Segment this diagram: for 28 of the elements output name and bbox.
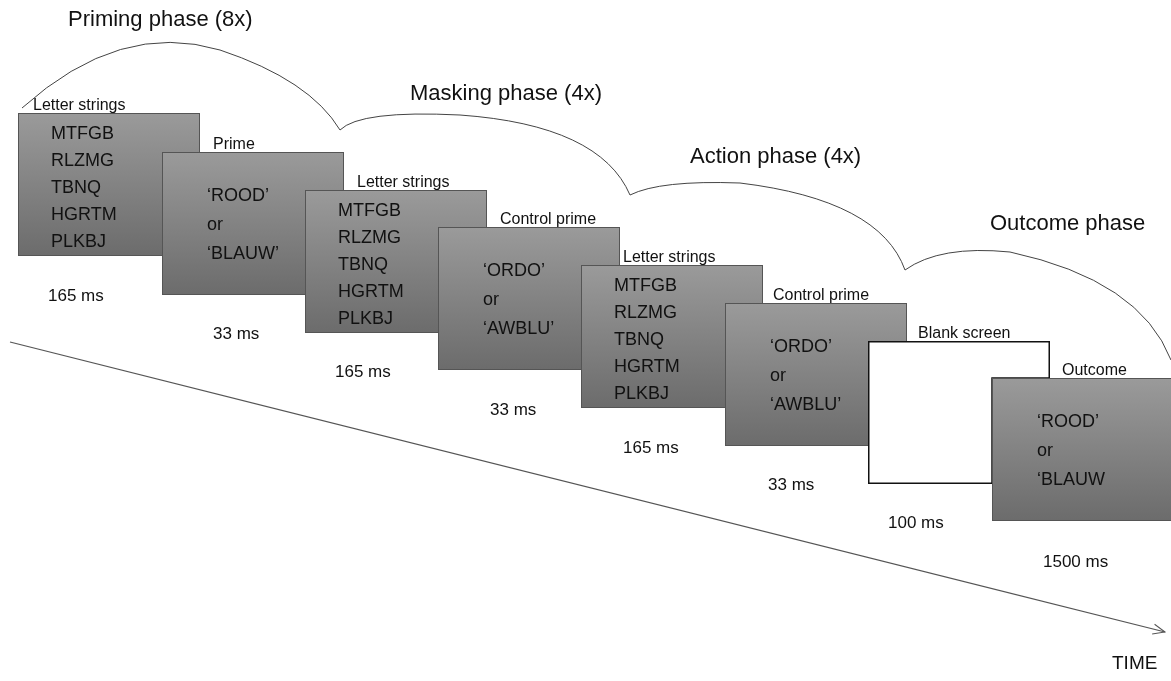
duration-label: 33 ms — [768, 475, 815, 495]
screen-heading: Prime — [213, 134, 255, 154]
duration-label: 33 ms — [213, 324, 260, 344]
screen-text: ‘ROOD’ or ‘BLAUW — [1037, 410, 1105, 491]
screen-text: MTFGB RLZMG TBNQ HGRTM PLKBJ — [338, 199, 404, 330]
screen-heading: Letter strings — [357, 172, 450, 192]
duration-label: 165 ms — [335, 362, 391, 382]
screen-text: MTFGB RLZMG TBNQ HGRTM PLKBJ — [614, 274, 680, 405]
phase-title: Outcome phase — [990, 210, 1146, 236]
screen-heading: Control prime — [500, 209, 597, 229]
screen-heading: Letter strings — [33, 95, 126, 115]
screen-heading: Blank screen — [918, 323, 1011, 343]
screen-text: ‘ORDO’ or ‘AWBLU’ — [483, 259, 555, 340]
screen-text: ‘ORDO’ or ‘AWBLU’ — [770, 335, 842, 416]
axis-label: TIME — [1112, 652, 1158, 674]
phase-title: Priming phase (8x) — [68, 6, 253, 32]
phase-title: Action phase (4x) — [690, 143, 862, 169]
duration-label: 100 ms — [888, 513, 944, 533]
phase-title: Masking phase (4x) — [410, 80, 602, 106]
screen-heading: Control prime — [773, 285, 870, 305]
screen-heading: Letter strings — [623, 247, 716, 267]
duration-label: 165 ms — [48, 286, 104, 306]
duration-label: 1500 ms — [1043, 552, 1109, 572]
duration-label: 33 ms — [490, 400, 537, 420]
screen-text: ‘ROOD’ or ‘BLAUW’ — [207, 184, 279, 265]
duration-label: 165 ms — [623, 438, 679, 458]
screen-text: MTFGB RLZMG TBNQ HGRTM PLKBJ — [51, 122, 117, 253]
screen-heading: Outcome — [1062, 360, 1127, 380]
